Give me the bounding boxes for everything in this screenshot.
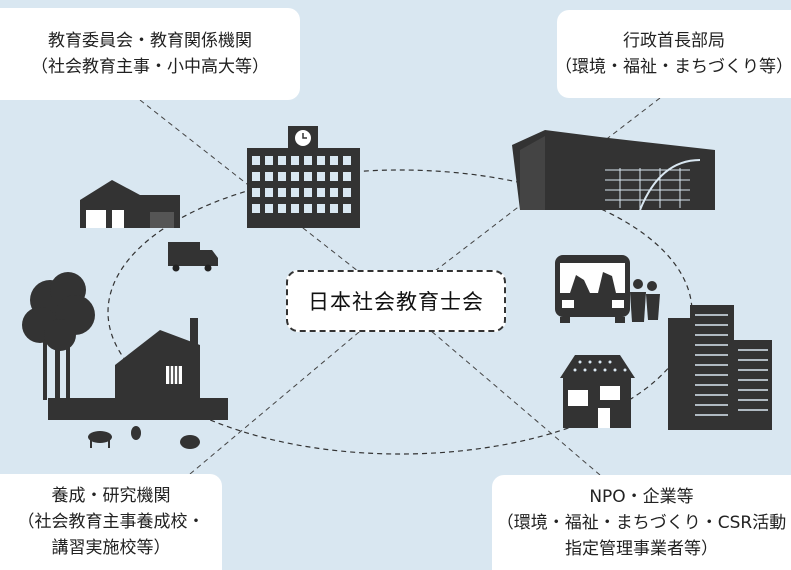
npo-company-title: NPO・企業等: [589, 486, 694, 507]
npo-company-detail-1: （環境・福祉・まちづくり・CSR活動: [496, 512, 787, 533]
government-box: 行政首長部局 （環境・福祉・まちづくり等）: [555, 10, 791, 98]
training-institution-detail-1: （社会教育主事養成校・: [17, 512, 205, 532]
education-board-box: 教育委員会・教育関係機関 （社会教育主事・小中高大等）: [0, 8, 300, 100]
house-icon: [80, 180, 180, 228]
bus-icon: [555, 255, 630, 323]
npo-company-detail-2: 指定管理事業者等）: [565, 538, 718, 559]
school-icon: [247, 126, 360, 228]
government-detail: （環境・福祉・まちづくり等）: [555, 57, 791, 77]
people-icon: [630, 279, 660, 322]
government-title: 行政首長部局: [623, 31, 725, 51]
training-institution-detail-2: 講習実施校等）: [51, 538, 171, 558]
cow-icon: [88, 426, 200, 449]
shop-icon: [560, 355, 635, 428]
center-organization-box: 日本社会教育士会: [286, 270, 506, 332]
training-institution-title: 養成・研究機関: [51, 486, 171, 506]
education-board-detail: （社会教育主事・小中高大等）: [31, 57, 269, 77]
office-building-icon: [668, 305, 772, 430]
education-board-title: 教育委員会・教育関係機関: [48, 31, 252, 51]
training-institution-box: 養成・研究機関 （社会教育主事養成校・ 講習実施校等）: [0, 474, 222, 570]
npo-company-box: NPO・企業等 （環境・福祉・まちづくり・CSR活動 指定管理事業者等）: [492, 475, 791, 570]
tree-icon: [22, 272, 95, 400]
center-organization-title: 日本社会教育士会: [308, 290, 484, 314]
government-building-icon: [512, 130, 715, 211]
clock-icon: [295, 130, 311, 146]
truck-icon: [168, 242, 218, 272]
farm-house-icon: [48, 318, 228, 420]
